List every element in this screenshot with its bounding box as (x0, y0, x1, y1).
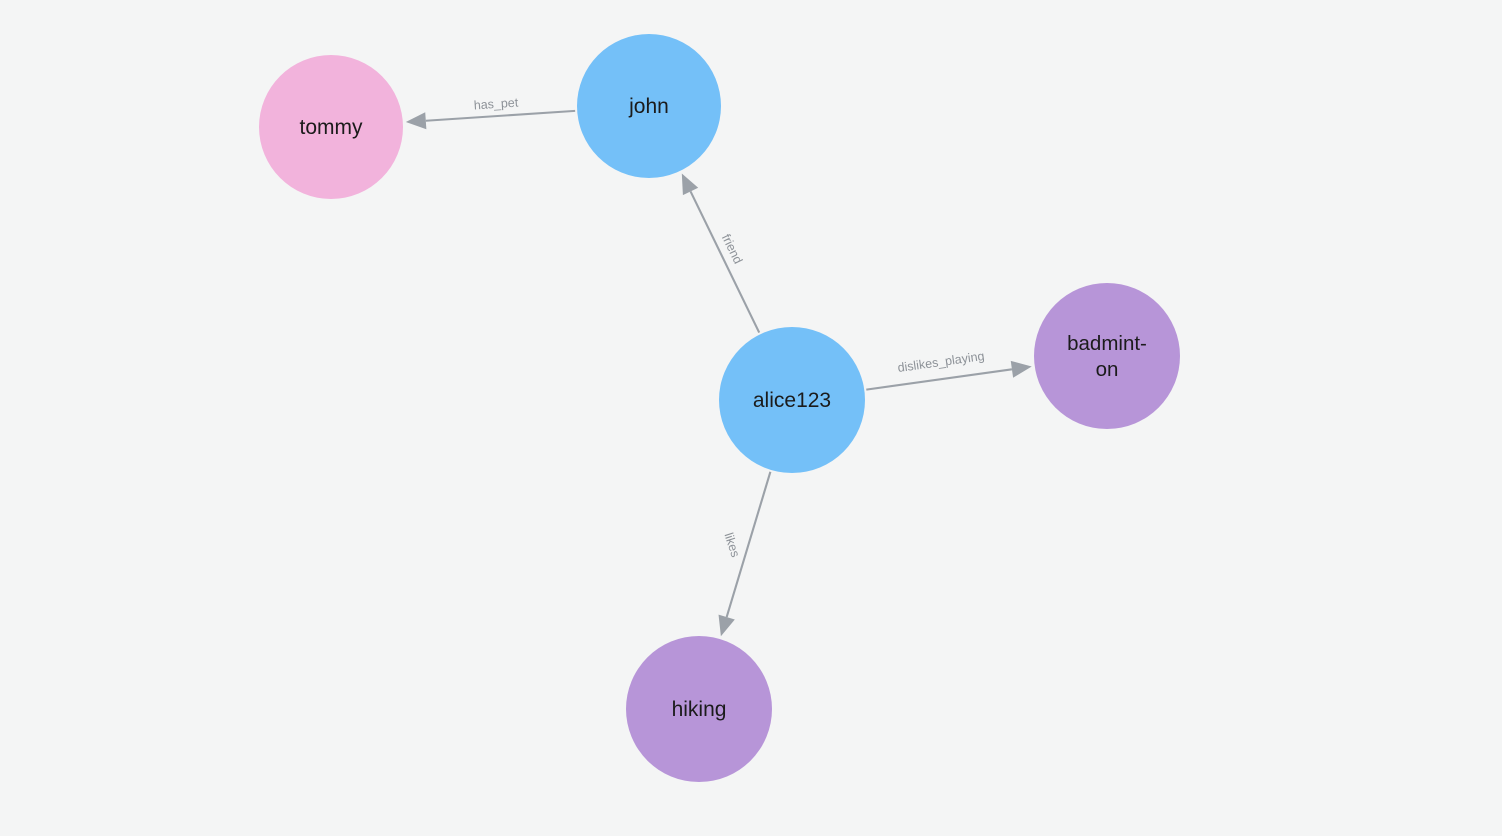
edge-arrowhead (405, 112, 427, 130)
graph-node-tommy[interactable]: tommy (259, 55, 403, 199)
node-circle[interactable] (626, 636, 772, 782)
graph-node-john[interactable]: john (577, 34, 721, 178)
graph-edge[interactable] (866, 360, 1032, 391)
edge-label: friend (719, 232, 745, 266)
edge-arrowhead (718, 614, 735, 637)
edge-arrowhead (1010, 360, 1032, 378)
edge-label: dislikes_playing (897, 349, 986, 375)
graph-node-badminton[interactable]: badmint-on (1034, 283, 1180, 429)
edge-line (425, 109, 576, 122)
node-layer: tommy john alice123 badmint-on hiking (259, 34, 1180, 782)
graph-edge[interactable] (681, 173, 761, 334)
edge-line (689, 190, 761, 334)
graph-node-hiking[interactable]: hiking (626, 636, 772, 782)
edge-line (866, 368, 1013, 391)
edge-line (725, 471, 772, 618)
graph-edge[interactable] (718, 471, 772, 637)
edge-layer (405, 109, 1032, 637)
node-circle[interactable] (577, 34, 721, 178)
edge-label: has_pet (473, 96, 519, 113)
node-circle[interactable] (1034, 283, 1180, 429)
graph-edge[interactable] (405, 109, 576, 130)
node-circle[interactable] (259, 55, 403, 199)
graph-node-alice123[interactable]: alice123 (719, 327, 865, 473)
edge-label: likes (721, 531, 742, 559)
edge-arrowhead (681, 173, 699, 196)
node-circle[interactable] (719, 327, 865, 473)
